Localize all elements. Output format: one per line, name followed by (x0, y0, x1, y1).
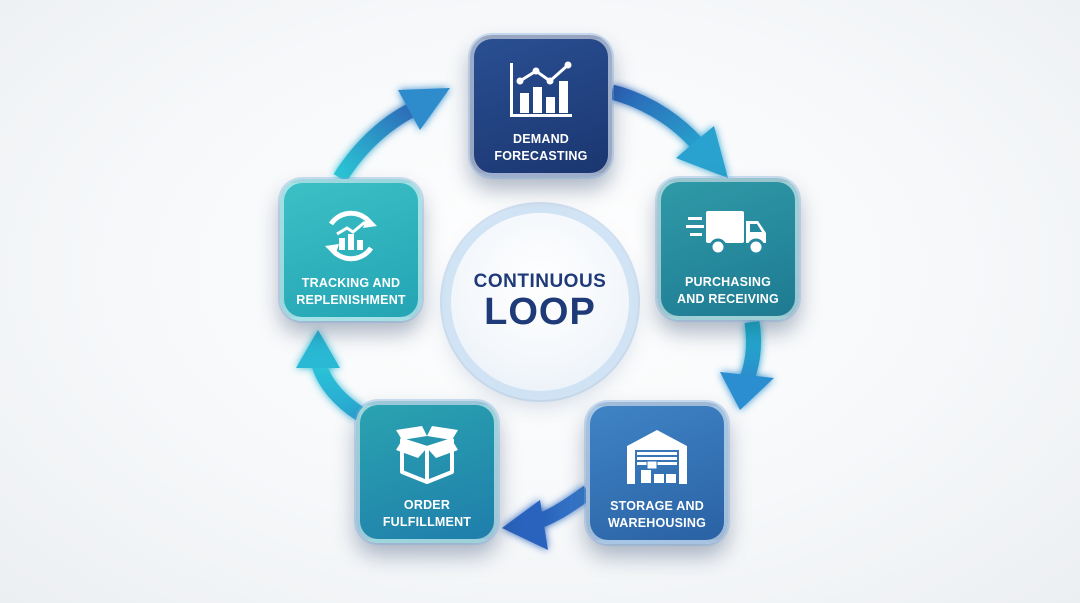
arrow-order-to-tracking (296, 330, 365, 421)
open-box-icon (394, 423, 460, 489)
tracking-and-replenishment-label: TRACKING AND REPLENISHMENT (296, 276, 406, 307)
storage-and-warehousing-label: STORAGE AND WAREHOUSING (607, 499, 707, 530)
refresh-chart-icon (319, 203, 383, 269)
order-fulfillment-node[interactable]: ORDER FULFILLMENT (356, 401, 498, 543)
arrow-demand-to-purchasing (609, 84, 728, 178)
demand-forecasting-node[interactable]: DEMAND FORECASTING (470, 35, 612, 177)
arrow-storage-to-order (502, 485, 593, 550)
order-fulfillment-label: ORDER FULFILLMENT (382, 498, 472, 529)
purchasing-and-receiving-label: PURCHASING AND RECEIVING (677, 275, 779, 306)
tracking-and-replenishment-node[interactable]: TRACKING AND REPLENISHMENT (280, 179, 422, 321)
center-title-line1: CONTINUOUS (473, 271, 607, 293)
storage-and-warehousing-node[interactable]: STORAGE AND WAREHOUSING (586, 402, 728, 544)
arrow-tracking-to-demand (333, 88, 450, 183)
delivery-truck-icon (686, 200, 770, 266)
arrow-purchasing-to-storage (720, 320, 774, 410)
center-title-line2: LOOP (484, 290, 596, 333)
warehouse-icon (625, 424, 689, 490)
bar-chart-trend-icon (506, 57, 576, 123)
center-continuous-loop: CONTINUOUS LOOP (451, 213, 629, 391)
purchasing-and-receiving-node[interactable]: PURCHASING AND RECEIVING (657, 178, 799, 320)
demand-forecasting-label: DEMAND FORECASTING (494, 132, 588, 163)
